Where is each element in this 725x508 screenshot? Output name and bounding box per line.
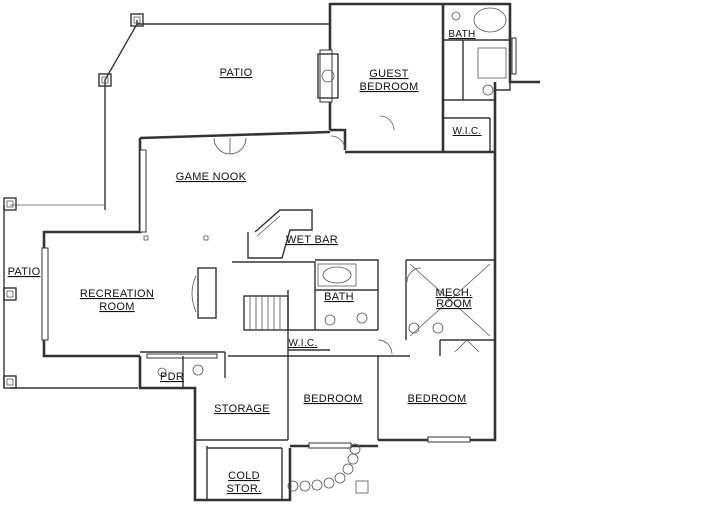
cold-storage-label-1: COLD <box>228 470 260 482</box>
bedroom-label-1: BEDROOM <box>304 393 363 405</box>
window <box>41 37 517 449</box>
patio-top-label: PATIO <box>220 67 253 79</box>
mechanical-unit-icon <box>408 322 444 334</box>
guest-bedroom-label-2: BEDROOM <box>360 81 419 93</box>
mech-room-label-2: ROOM <box>436 298 471 310</box>
patio-left-label: PATIO <box>8 266 41 278</box>
recreation-room-label-1: RECREATION <box>80 288 154 300</box>
guest-bedroom-label-1: GUEST <box>369 68 408 80</box>
fireplace-icon <box>191 53 339 319</box>
stepping-stone-icon <box>287 443 369 494</box>
wic-mid-label: W.I.C. <box>288 338 317 349</box>
wet-bar-label: WET BAR <box>286 234 338 246</box>
recreation-room-label-2: ROOM <box>99 301 134 313</box>
storage-label: STORAGE <box>214 403 270 415</box>
door <box>213 115 480 355</box>
game-nook-label: GAME NOOK <box>176 171 247 183</box>
wic-top-label: W.I.C. <box>452 126 481 137</box>
patio-column-icon <box>3 13 144 389</box>
sink-icon <box>157 11 461 377</box>
bedroom-label-2: BEDROOM <box>408 393 467 405</box>
toilet-icon <box>192 84 494 376</box>
bath-top-label: BATH <box>448 29 475 40</box>
exterior-walls <box>42 2 540 502</box>
bathtub-icon <box>322 7 507 284</box>
cold-storage-label-2: STOR. <box>227 483 262 495</box>
column-icon <box>143 235 209 241</box>
mech-room-label-1: MECH. <box>436 287 473 299</box>
patio-left-outline <box>3 204 138 389</box>
pdr-label: PDR <box>160 371 184 383</box>
bath-mid-label: BATH <box>324 291 354 303</box>
interior-walls <box>182 39 511 500</box>
